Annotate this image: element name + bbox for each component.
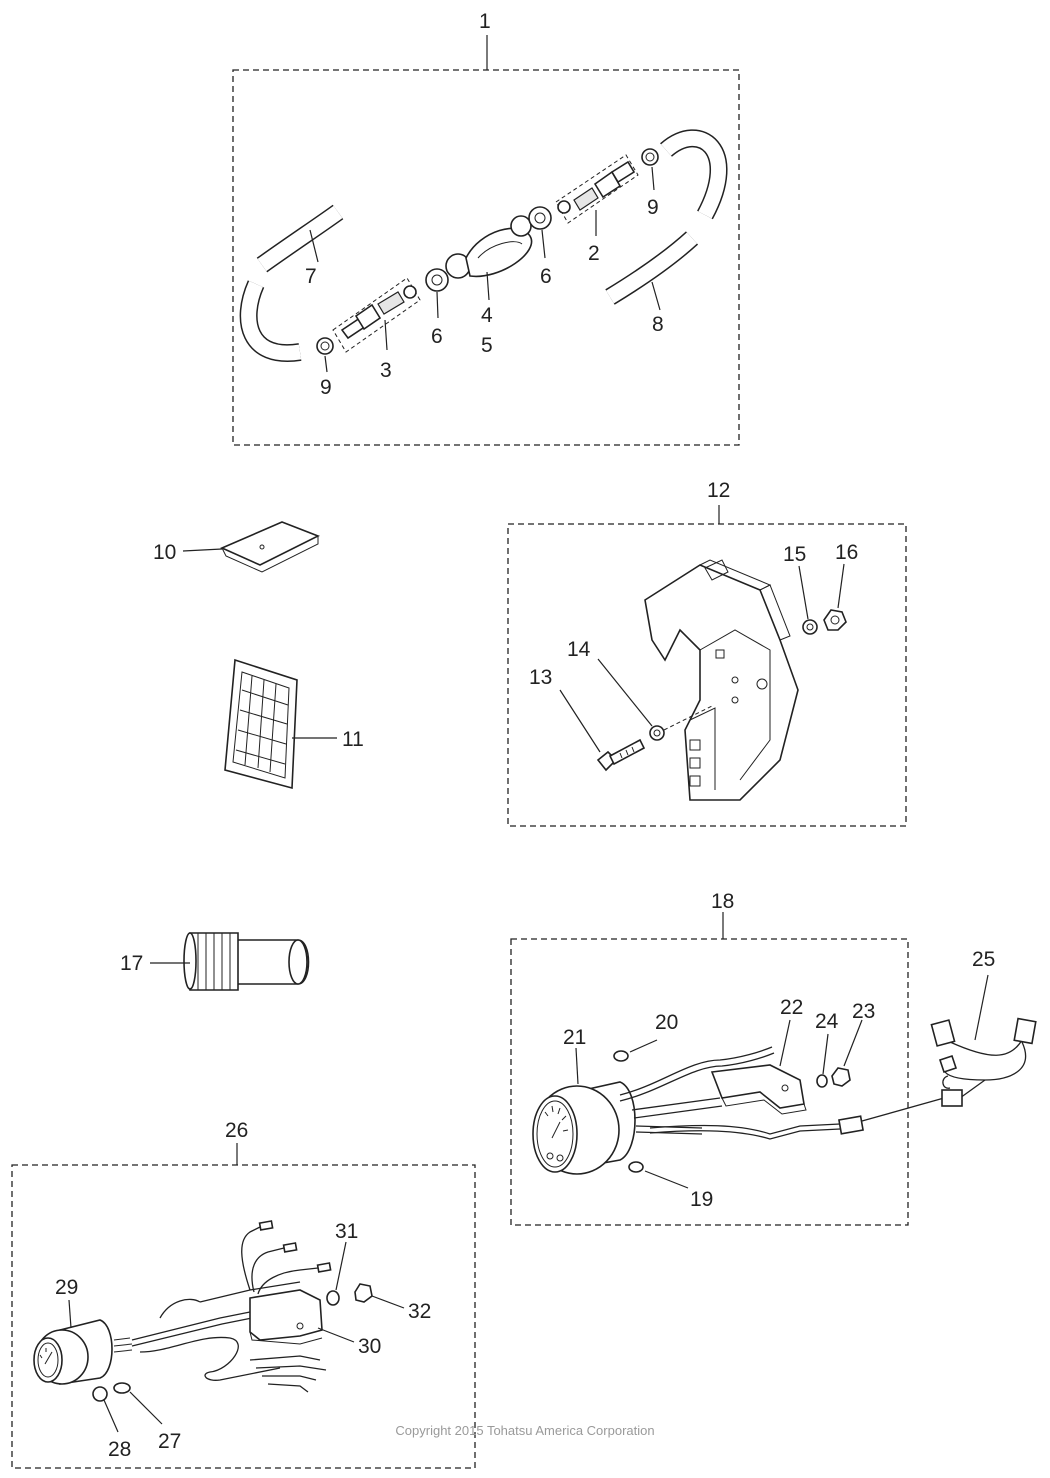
hose-clamp-part-9-right xyxy=(641,148,659,166)
bulb-part-27 xyxy=(113,1382,131,1394)
callout-28: 28 xyxy=(108,1438,131,1461)
group-tachometer-assembly: 18 21 20 xyxy=(510,890,909,1226)
gauge-wires xyxy=(131,1220,332,1393)
washer-part-24 xyxy=(816,1074,828,1088)
callout-32: 32 xyxy=(408,1300,431,1323)
label-decal-part-11 xyxy=(224,658,298,790)
callout-27: 27 xyxy=(158,1430,181,1453)
tachometer-wires xyxy=(619,1046,841,1140)
hose-nipple-part-17 xyxy=(183,932,310,991)
bracket-part-12 xyxy=(644,559,799,801)
washer-part-14 xyxy=(649,725,665,741)
group-18-boundary xyxy=(510,938,909,1226)
callout-9-left: 9 xyxy=(320,376,332,399)
callout-9-right: 9 xyxy=(647,196,659,219)
callout-15: 15 xyxy=(783,543,806,566)
callout-6-right: 6 xyxy=(540,265,552,288)
callout-24: 24 xyxy=(815,1010,839,1033)
bulb-part-19 xyxy=(628,1161,644,1173)
group-bracket-assembly: 12 13 14 xyxy=(507,479,907,827)
tachometer-part-21 xyxy=(532,1081,636,1175)
group-1-boundary xyxy=(232,69,740,446)
primer-bulb-part-4 xyxy=(445,215,533,279)
callout-25: 25 xyxy=(972,948,995,971)
hose-clamp-part-9-left xyxy=(316,337,334,355)
callout-8: 8 xyxy=(652,313,664,336)
nut-part-32 xyxy=(354,1283,373,1303)
callout-26: 26 xyxy=(225,1119,248,1142)
callout-18: 18 xyxy=(711,890,734,913)
callout-4: 4 xyxy=(481,304,493,327)
bolt-part-13 xyxy=(596,738,646,772)
group-gauge-assembly: 26 29 xyxy=(11,1119,476,1469)
callout-21: 21 xyxy=(563,1026,586,1049)
callout-23: 23 xyxy=(852,1000,875,1023)
bulb-part-20 xyxy=(613,1050,629,1062)
connector-part-2 xyxy=(555,154,639,224)
callout-22: 22 xyxy=(780,996,803,1019)
group-26-boundary xyxy=(11,1164,476,1469)
callout-12: 12 xyxy=(707,479,730,502)
callout-29: 29 xyxy=(55,1276,78,1299)
callout-5: 5 xyxy=(481,334,493,357)
callout-6-left: 6 xyxy=(431,325,443,348)
gauge-part-29 xyxy=(33,1319,133,1385)
tachometer-connector xyxy=(838,1115,864,1135)
gauge-bracket-part-30 xyxy=(249,1289,323,1345)
callout-14: 14 xyxy=(567,638,591,661)
washer-part-6-left xyxy=(425,268,449,292)
callout-2: 2 xyxy=(588,242,600,265)
callout-30: 30 xyxy=(358,1335,381,1358)
bag-part-10 xyxy=(220,521,320,573)
callout-13: 13 xyxy=(529,666,552,689)
callout-20: 20 xyxy=(655,1011,678,1034)
washer-part-15 xyxy=(802,619,818,635)
callout-1: 1 xyxy=(479,10,491,33)
callout-31: 31 xyxy=(335,1220,358,1243)
copyright-notice: Copyright 2015 Tohatsu America Corporati… xyxy=(395,1423,655,1438)
callout-3: 3 xyxy=(380,359,392,382)
washer-part-31 xyxy=(326,1290,340,1306)
group-fuel-hose-assembly: 1 7 9 3 6 xyxy=(232,10,740,446)
fuel-hose-part-7 xyxy=(239,204,344,363)
callout-7: 7 xyxy=(305,265,317,288)
fuel-hose-part-8 xyxy=(605,129,728,305)
callout-17: 17 xyxy=(120,952,143,975)
callout-11: 11 xyxy=(342,728,364,751)
callout-10: 10 xyxy=(153,541,176,564)
connector-part-3 xyxy=(332,277,421,353)
callout-19: 19 xyxy=(690,1188,713,1211)
wire-harness-part-25 xyxy=(861,1017,1037,1122)
callout-16: 16 xyxy=(835,541,858,564)
washer-part-6-right xyxy=(528,206,552,230)
tachometer-bracket-part-22 xyxy=(710,1064,807,1115)
cap-part-28 xyxy=(92,1386,108,1402)
nut-part-16 xyxy=(823,609,847,631)
nut-part-23 xyxy=(831,1067,851,1087)
